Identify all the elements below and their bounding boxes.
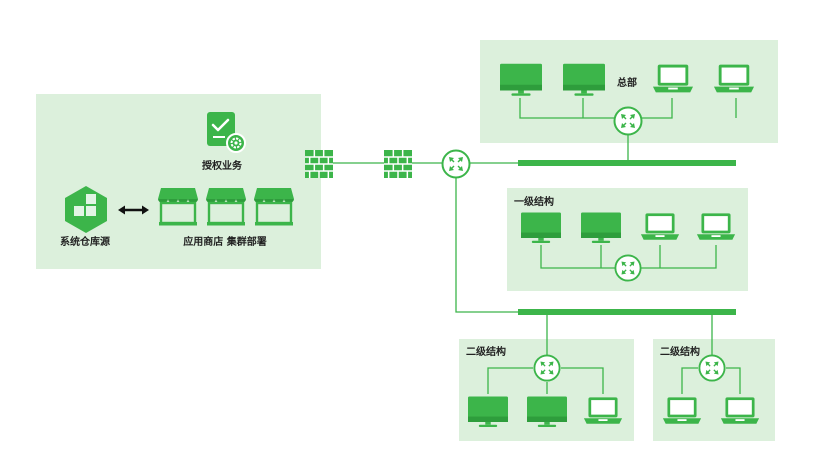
laptop-icon xyxy=(652,64,694,93)
router-icon xyxy=(533,354,561,382)
router-icon xyxy=(613,106,643,136)
laptop-icon xyxy=(713,64,755,93)
laptop-icon xyxy=(720,397,760,424)
hq-label: 总部 xyxy=(617,76,637,89)
level2-right-label: 二级结构 xyxy=(660,345,700,358)
router-icon xyxy=(698,354,726,382)
hq-bus xyxy=(518,160,736,166)
level1-label: 一级结构 xyxy=(514,195,554,208)
laptop-icon xyxy=(696,213,736,240)
router-icon xyxy=(614,254,642,282)
firewall-icon xyxy=(305,150,333,178)
router-icon xyxy=(441,149,471,179)
laptop-icon xyxy=(583,397,623,424)
laptop-icon xyxy=(662,397,702,424)
level-bus xyxy=(518,309,736,315)
laptop-icon xyxy=(640,213,680,240)
warehouse-icon xyxy=(65,186,107,233)
stores-label: 应用商店 集群部署 xyxy=(183,235,266,248)
business-panel xyxy=(36,94,321,269)
auth-label: 授权业务 xyxy=(202,159,243,172)
firewall-icon xyxy=(384,150,412,178)
warehouse-label: 系统仓库源 xyxy=(60,235,110,248)
auth-icon xyxy=(207,112,246,153)
double-arrow-icon xyxy=(118,205,149,215)
level2-left-label: 二级结构 xyxy=(466,345,506,358)
